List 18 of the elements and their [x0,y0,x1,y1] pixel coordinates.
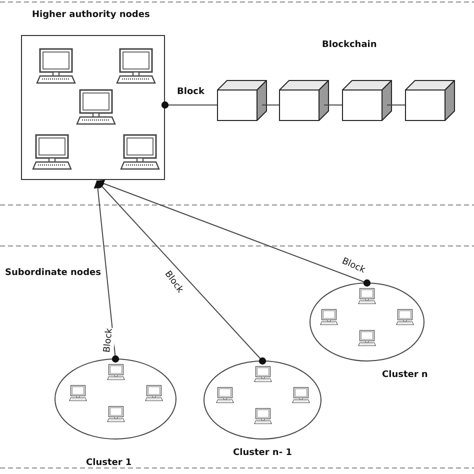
cluster-label: Cluster n [382,370,428,380]
cluster-label: Cluster 1 [86,458,132,468]
connector-line [324,104,342,106]
connector-line [262,104,280,106]
block-cube [279,80,329,121]
block-cube [217,80,267,121]
section-label: Subordinate nodes [5,268,101,278]
cluster-label: Cluster n- 1 [233,448,292,458]
connector-line [161,101,218,109]
connector-line [94,180,120,363]
block-cube [405,80,455,121]
connector-line [96,180,266,365]
connector-line [386,104,406,106]
connector-line [96,180,371,287]
section-title: Blockchain [322,40,377,50]
group-title: Higher authority nodes [32,10,150,20]
block-cube [342,80,392,121]
edge-label: Block [102,326,116,354]
